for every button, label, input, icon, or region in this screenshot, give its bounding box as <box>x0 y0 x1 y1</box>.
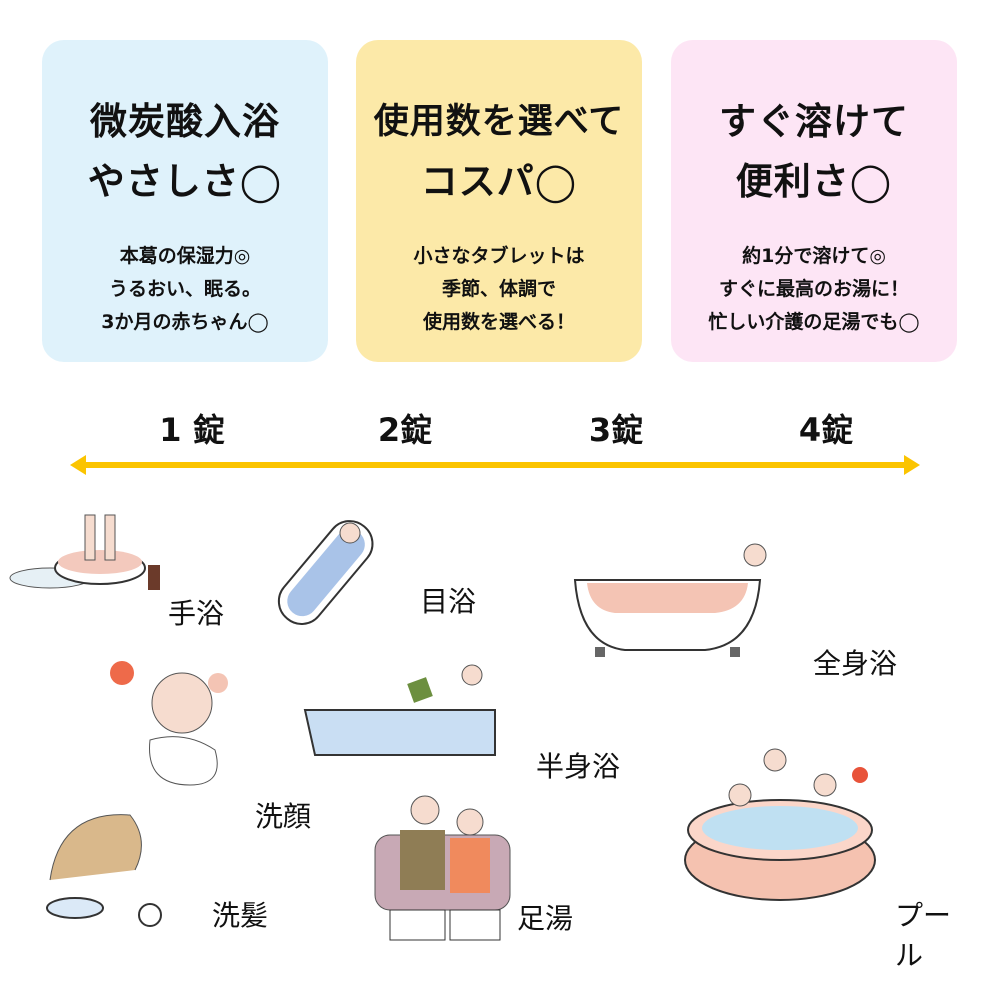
label-hand-bath: 手浴 <box>167 597 225 630</box>
label-hair-wash: 洗髪 <box>211 899 269 932</box>
title-line: やさしさ◯ <box>87 160 283 203</box>
double-arrow <box>70 455 920 475</box>
full-bath-illustration <box>573 543 767 657</box>
card-body: 本葛の保湿力◎ うるおい、眠る。 3か月の赤ちゃん◯ <box>42 240 328 339</box>
body-line: 3か月の赤ちゃん◯ <box>101 311 269 333</box>
face-wash-illustration <box>110 661 228 786</box>
tablet-2: 2錠 <box>377 411 433 449</box>
half-bath-illustration <box>303 664 496 756</box>
label-eye-bath: 目浴 <box>419 585 477 618</box>
card-body: 約1分で溶けて◎ すぐに最高のお湯に！ 忙しい介護の足湯でも◯ <box>671 240 957 339</box>
title-line: すぐ溶けて <box>719 100 909 143</box>
title-line: 微炭酸入浴 <box>90 100 280 143</box>
title-line: コスパ◯ <box>420 160 578 203</box>
label-foot-bath: 足湯 <box>516 902 574 935</box>
label-half-bath: 半身浴 <box>535 750 621 783</box>
label-pool: プール <box>895 899 952 972</box>
title-line: 便利さ◯ <box>735 160 893 203</box>
body-line: 季節、体調で <box>441 278 556 300</box>
body-line: 小さなタブレットは <box>413 245 585 267</box>
tablet-1: 1 錠 <box>159 411 225 449</box>
hair-wash-illustration <box>46 814 162 927</box>
card-cost: 使用数を選べてコスパ◯ 小さなタブレットは季節、体調で使用数を選べる！ <box>356 40 642 362</box>
body-line: 本葛の保湿力◎ <box>119 245 251 267</box>
tablet-4: 4錠 <box>798 411 854 449</box>
card-body: 小さなタブレットは季節、体調で使用数を選べる！ <box>356 240 642 339</box>
foot-bath-illustration <box>374 795 511 941</box>
card-title: すぐ溶けて便利さ◯ <box>671 92 957 212</box>
body-line: 約1分で溶けて◎ <box>742 245 886 267</box>
card-gentle: 微炭酸入浴やさしさ◯ 本葛の保湿力◎ うるおい、眠る。 3か月の赤ちゃん◯ <box>42 40 328 362</box>
tablet-3: 3錠 <box>588 411 644 449</box>
hand-bath-illustration <box>9 514 160 590</box>
card-convenience: すぐ溶けて便利さ◯ 約1分で溶けて◎ すぐに最高のお湯に！ 忙しい介護の足湯でも◯ <box>671 40 957 362</box>
body-line: 忙しい介護の足湯でも◯ <box>708 311 920 333</box>
pool-illustration <box>684 748 876 901</box>
title-line: 使用数を選べて <box>373 102 625 142</box>
card-title: 使用数を選べてコスパ◯ <box>356 92 642 212</box>
label-face-wash: 洗顔 <box>254 800 312 833</box>
body-line: うるおい、眠る。 <box>108 278 261 300</box>
card-title: 微炭酸入浴やさしさ◯ <box>42 92 328 212</box>
eye-bath-illustration <box>277 520 374 625</box>
label-full-bath: 全身浴 <box>812 647 898 680</box>
body-line: すぐに最高のお湯に！ <box>718 278 909 300</box>
body-line: 使用数を選べる！ <box>422 311 575 333</box>
